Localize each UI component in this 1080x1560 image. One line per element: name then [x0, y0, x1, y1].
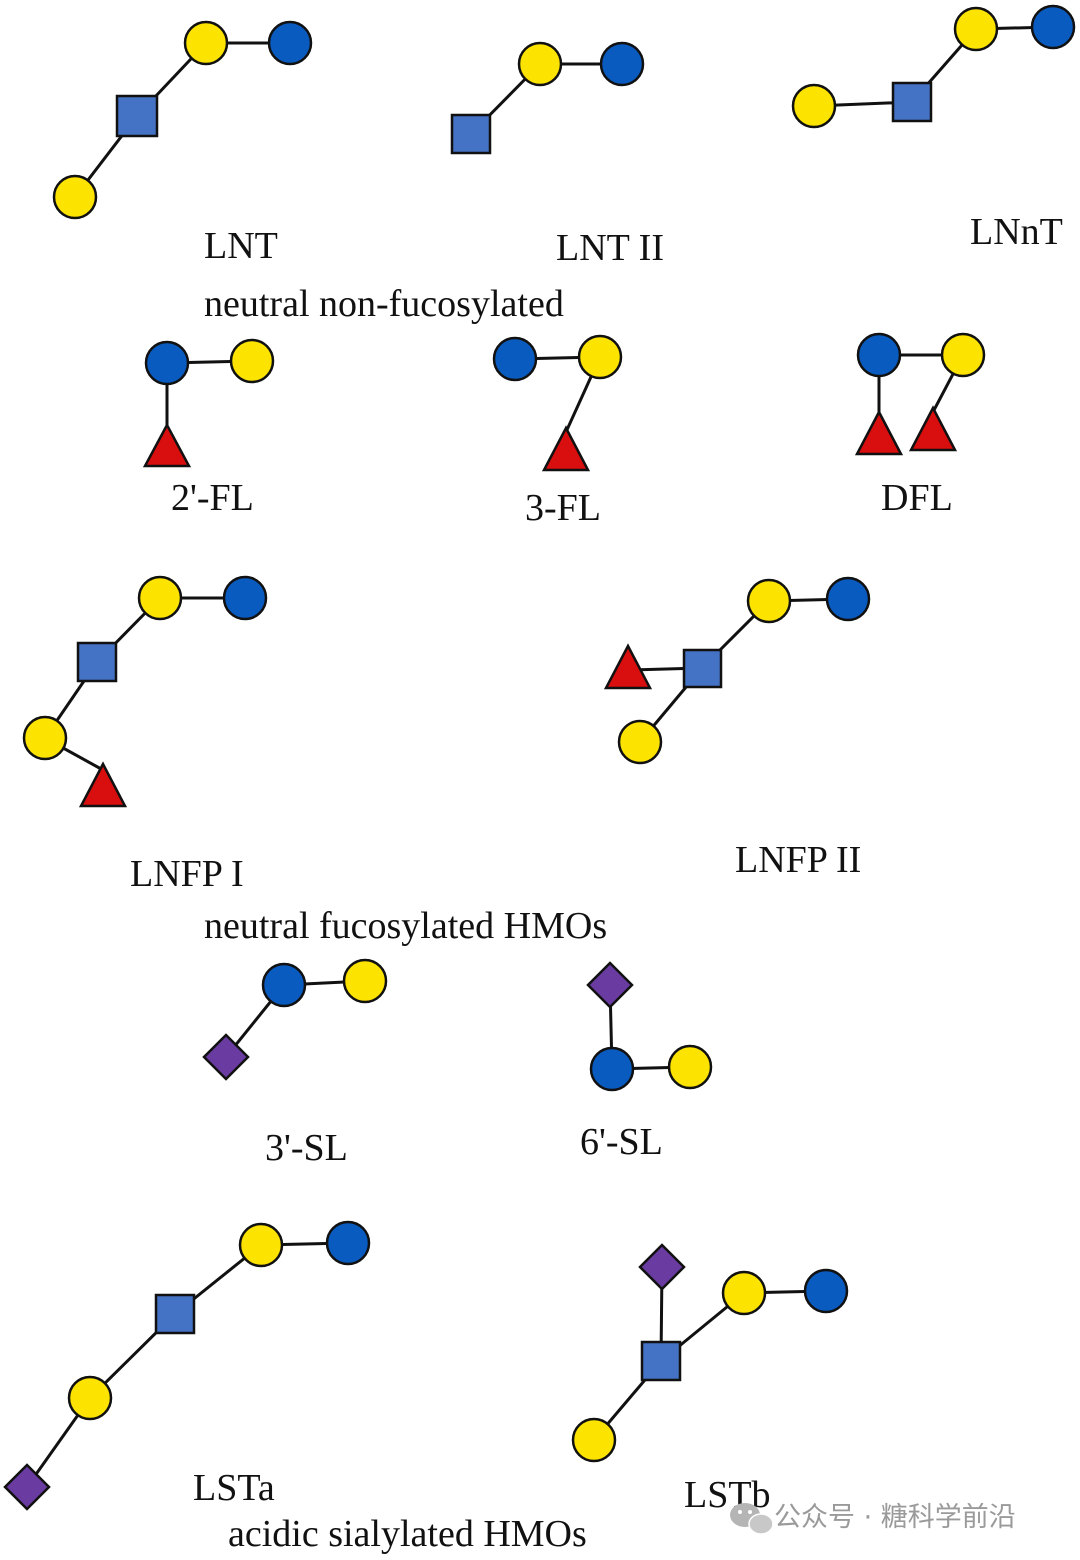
glucose-circle — [325, 1220, 371, 1266]
group-title-acidic-sialylated: acidic sialylated HMOs — [228, 1513, 587, 1555]
structure-lnfp-i: LNFP I — [22, 575, 268, 895]
galactose-circle — [238, 1222, 284, 1268]
group-title-neutral-non-fucosylated: neutral non-fucosylated — [204, 283, 564, 325]
sialic-acid-diamond — [586, 961, 634, 1009]
galactose-circle — [342, 958, 388, 1004]
galactose-circle — [229, 338, 275, 384]
glucose-circle — [492, 336, 538, 382]
structure-lstb: LSTb — [571, 1243, 849, 1516]
glcnac-square — [450, 113, 492, 155]
glcnac-square — [115, 94, 159, 138]
fucose-triangle — [142, 422, 192, 468]
fucose-triangle — [603, 643, 653, 690]
glucose-circle — [599, 41, 645, 87]
structure-lnt: LNT — [52, 20, 313, 267]
galactose-circle — [791, 83, 837, 129]
sialic-acid-diamond — [638, 1243, 686, 1291]
galactose-circle — [52, 174, 98, 220]
glcnac-square — [682, 648, 723, 689]
fucose-triangle — [908, 405, 958, 452]
galactose-circle — [617, 719, 663, 765]
galactose-circle — [22, 715, 68, 761]
glucose-circle — [144, 340, 190, 386]
structure-label: LNFP I — [130, 853, 244, 895]
structure-label: LNFP II — [735, 839, 861, 881]
galactose-circle — [721, 1270, 767, 1316]
structure-label: DFL — [881, 477, 953, 519]
sialic-acid-diamond — [3, 1463, 51, 1511]
glcnac-square — [154, 1293, 196, 1335]
galactose-circle — [517, 41, 563, 87]
group-title-neutral-fucosylated: neutral fucosylated HMOs — [204, 905, 607, 947]
structure-lnfp-ii: LNFP II — [603, 576, 871, 881]
glucose-circle — [261, 962, 307, 1008]
structure-dfl: DFL — [854, 332, 986, 519]
galactose-circle — [577, 334, 623, 380]
galactose-circle — [667, 1044, 713, 1090]
structure-lnnt: LNnT — [791, 4, 1076, 253]
structure-label: 3-FL — [525, 487, 601, 529]
glcnac-square — [640, 1340, 682, 1382]
structure-label: 2'-FL — [171, 477, 254, 519]
structure-label: LSTa — [193, 1467, 275, 1509]
watermark-text: 公众号 · 糖科学前沿 — [774, 1502, 1016, 1533]
watermark: 公众号 · 糖科学前沿 — [730, 1502, 1016, 1535]
structure-label: 6'-SL — [580, 1121, 663, 1163]
galactose-circle — [571, 1417, 617, 1463]
fucose-triangle — [541, 425, 591, 472]
fucose-triangle — [78, 761, 128, 808]
structure-6-sl: 6'-SL — [580, 961, 713, 1163]
structure-lnt-ii: LNT II — [450, 41, 664, 269]
glucose-circle — [825, 576, 871, 622]
structure-label: LNnT — [970, 211, 1063, 253]
galactose-circle — [183, 20, 229, 66]
glucose-circle — [1030, 4, 1076, 50]
galactose-circle — [67, 1375, 113, 1421]
wechat-icon — [730, 1503, 774, 1535]
structure-lsta: LSTa — [3, 1220, 371, 1511]
sialic-acid-diamond — [202, 1033, 250, 1081]
glucose-circle — [803, 1268, 849, 1314]
structure-label: 3'-SL — [265, 1127, 348, 1169]
glucose-circle — [267, 20, 313, 66]
fucose-triangle — [854, 409, 904, 456]
galactose-circle — [953, 6, 999, 52]
glcnac-square — [76, 641, 118, 683]
structure-3-fl: 3-FL — [492, 334, 623, 529]
glucose-circle — [222, 575, 268, 621]
structure-label: LNT II — [556, 227, 664, 269]
glcnac-square — [891, 81, 933, 123]
galactose-circle — [940, 332, 986, 378]
galactose-circle — [746, 578, 792, 624]
galactose-circle — [137, 575, 183, 621]
glucose-circle — [856, 332, 902, 378]
glucose-circle — [589, 1046, 635, 1092]
structure-2-fl: 2'-FL — [142, 338, 275, 519]
structure-label: LNT — [204, 225, 278, 267]
structure-3-sl: 3'-SL — [202, 958, 388, 1169]
